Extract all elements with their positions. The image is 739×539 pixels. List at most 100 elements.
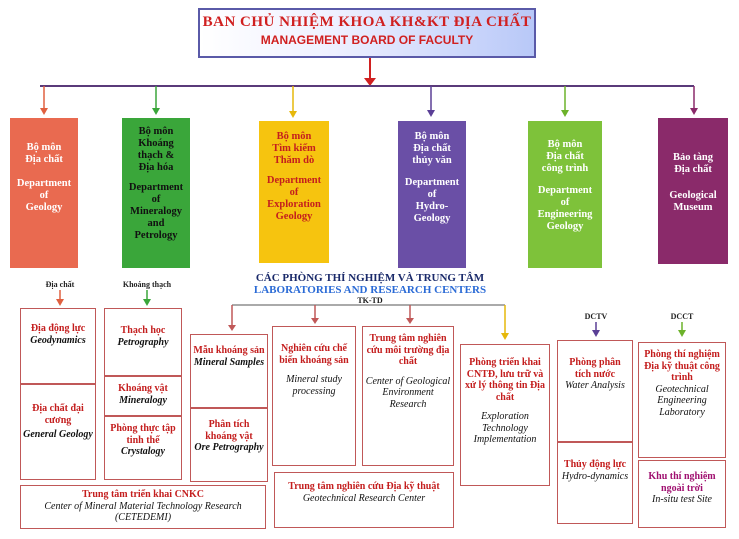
dept-geology-vi-1: Bộ môn xyxy=(26,142,62,153)
dept-exploration-vi-1: Bộ môn xyxy=(276,131,312,142)
lab-connectors xyxy=(56,290,686,340)
lab-geodynamics-en: Geodynamics xyxy=(30,334,86,346)
lab-exploration-tech-vi: Phòng triển khai CNTĐ, lưu trữ và xử lý … xyxy=(465,357,545,403)
dept-exploration-en-4: Geology xyxy=(275,211,313,222)
lab-insitu-vi: Khu thí nghiệm ngoài trời xyxy=(648,471,716,494)
dept-engineering-en-1: Department xyxy=(537,185,593,196)
lab-mineralogy-en: Mineralogy xyxy=(119,394,167,406)
dept-hydro-vi-3: thủy văn xyxy=(412,155,452,166)
dept-engineering-vi-1: Bộ môn xyxy=(547,139,583,150)
center-cetedemi-en: Center of Mineral Material Technology Re… xyxy=(44,500,242,512)
dept-hydro-vi-2: Địa chất xyxy=(413,143,451,154)
lab-general-geology-en: General Geology xyxy=(23,429,93,440)
lab-water-analysis-vi: Phòng phân tích nước xyxy=(569,357,621,380)
lab-insitu: Khu thí nghiệm ngoài trời In-situ test S… xyxy=(638,460,726,528)
labs-tk-label: TK-TD xyxy=(357,296,383,305)
top-connectors xyxy=(40,58,698,118)
center-cetedemi-abbr: (CETEDEMI) xyxy=(114,512,172,523)
dept-exploration-en-2: of xyxy=(289,187,299,198)
lab-exploration-tech-en: Exploration Technology Implementation xyxy=(473,411,537,445)
dept-engineering-en-3: Engineering xyxy=(537,209,593,220)
dept-mineralogy-vi-4: Địa hóa xyxy=(138,162,174,173)
dept-geology: Bộ môn Địa chất Department of Geology xyxy=(10,118,78,268)
lab-hydrodynamics-en: Hydro-dynamics xyxy=(561,470,629,482)
dept-exploration: Bộ môn Tìm kiếm Thăm dò Department of Ex… xyxy=(259,121,329,263)
dept-exploration-vi-3: Thăm dò xyxy=(273,155,315,166)
dept-hydro-en-2: of xyxy=(427,189,437,200)
dept-hydro-en-3: Hydro- xyxy=(415,201,449,212)
dept-hydrogeology: Bộ môn Địa chất thủy văn Department of H… xyxy=(398,121,466,268)
center-cetedemi: Trung tâm triển khai CNKC Center of Mine… xyxy=(20,485,266,529)
lab-ore-petrography-vi: Phân tích khoáng vật xyxy=(205,419,253,442)
lab-ore-petrography: Phân tích khoáng vật Ore Petrography xyxy=(190,408,268,482)
lab-petrography-en: Petrography xyxy=(117,336,169,348)
lab-mineral-samples-vi: Mẫu khoáng sản xyxy=(193,345,265,356)
dept-mineralogy-en-5: Petrology xyxy=(134,230,178,241)
dept-museum-en-2: Museum xyxy=(673,202,713,213)
lab-mineralogy-vi: Khoáng vật xyxy=(118,383,168,394)
lab-hydrodynamics-vi: Thủy động lực xyxy=(563,459,627,470)
dept-engineering-vi-3: công trình xyxy=(541,163,589,174)
lab-petrography: Thạch học Petrography xyxy=(104,308,182,376)
lab-geotech: Phòng thí nghiệm Địa kỹ thuật công trình… xyxy=(638,342,726,458)
lab-general-geology-vi: Địa chất đại cương xyxy=(32,403,84,426)
lab-insitu-en: In-situ test Site xyxy=(652,494,712,505)
dept-mineralogy-en-2: of xyxy=(151,194,161,205)
center-geotech-research-en: Geotechnical Research Center xyxy=(302,492,426,504)
board-title-en: MANAGEMENT BOARD OF FACULTY xyxy=(260,33,474,47)
lab-geotech-vi: Phòng thí nghiệm Địa kỹ thuật công trình xyxy=(644,349,720,383)
tag-khoang-thach: Khoáng thạch xyxy=(122,280,172,289)
dept-exploration-vi-2: Tìm kiếm xyxy=(272,143,316,154)
dept-engineering-vi-2: Địa chất xyxy=(546,151,584,162)
labs-section-title: CÁC PHÒNG THÍ NGHIỆM VÀ TRUNG TÂM LABORA… xyxy=(190,272,550,305)
dept-engineering: Bộ môn Địa chất công trình Department of… xyxy=(528,121,602,268)
center-geotech-research-vi: Trung tâm nghiên cứu Địa kỹ thuật xyxy=(288,481,440,492)
tag-dctv: DCTV xyxy=(584,312,608,321)
lab-mineral-samples: Mẫu khoáng sản Mineral Samples xyxy=(190,334,268,408)
lab-mineralogy: Khoáng vật Mineralogy xyxy=(104,376,182,416)
dept-geology-en-1: Department xyxy=(16,178,72,189)
dept-mineralogy: Bộ môn Khoáng thạch & Địa hóa Department… xyxy=(122,118,190,268)
dept-hydro-en-1: Department xyxy=(404,177,460,188)
tag-dcct: DCCT xyxy=(670,312,694,321)
lab-mineral-processing: Nghiên cứu chế biến khoáng sản Mineral s… xyxy=(272,326,356,466)
lab-crystalogy-vi: Phòng thực tập tinh thể xyxy=(110,423,176,446)
dept-mineralogy-en-4: and xyxy=(147,218,165,229)
dept-mineralogy-en-1: Department xyxy=(128,182,184,193)
labs-title-vi: CÁC PHÒNG THÍ NGHIỆM VÀ TRUNG TÂM xyxy=(255,272,485,284)
center-geotech-research: Trung tâm nghiên cứu Địa kỹ thuật Geotec… xyxy=(274,472,454,528)
lab-water-analysis-en: Water Analysis xyxy=(565,380,625,391)
dept-museum: Bảo tàng Địa chất Geological Museum xyxy=(658,118,728,264)
dept-geology-vi-2: Địa chất xyxy=(25,154,63,165)
lab-crystalogy-en: Crystalogy xyxy=(121,446,165,457)
lab-mineral-processing-vi: Nghiên cứu chế biến khoáng sản xyxy=(279,343,349,366)
lab-environment-en: Center of Geological Environment Researc… xyxy=(365,375,451,410)
dept-geology-en-3: Geology xyxy=(25,202,63,213)
labs-title-en: LABORATORIES AND RESEARCH CENTERS xyxy=(253,284,487,296)
lab-environment-vi: Trung tâm nghiên cứu môi trường địa chất xyxy=(366,333,450,367)
center-cetedemi-vi: Trung tâm triển khai CNKC xyxy=(81,489,205,500)
dept-engineering-en-2: of xyxy=(560,197,570,208)
lab-mineral-samples-en: Mineral Samples xyxy=(193,356,265,368)
dept-museum-en-1: Geological xyxy=(669,190,717,201)
lab-geodynamics: Địa động lực Geodynamics xyxy=(20,308,96,384)
lab-geotech-en: Geotechnical Engineering Laboratory xyxy=(655,383,709,418)
lab-ore-petrography-en: Ore Petrography xyxy=(194,442,264,453)
lab-exploration-tech: Phòng triển khai CNTĐ, lưu trữ và xử lý … xyxy=(460,344,550,486)
lab-crystalogy: Phòng thực tập tinh thể Crystalogy xyxy=(104,416,182,480)
dept-hydro-vi-1: Bộ môn xyxy=(414,131,450,142)
dept-museum-vi-2: Địa chất xyxy=(674,164,712,175)
lab-geodynamics-vi: Địa động lực xyxy=(30,323,86,334)
board-title-vi: BAN CHỦ NHIỆM KHOA KH&KT ĐỊA CHẤT xyxy=(202,14,532,30)
management-board-box: BAN CHỦ NHIỆM KHOA KH&KT ĐỊA CHẤT MANAGE… xyxy=(198,8,536,58)
dept-engineering-en-4: Geology xyxy=(546,221,584,232)
lab-petrography-vi: Thạch học xyxy=(120,325,166,336)
dept-mineralogy-vi-3: thạch & xyxy=(137,150,175,161)
lab-general-geology: Địa chất đại cương General Geology xyxy=(20,384,96,480)
lab-mineral-processing-en: Mineral study processing xyxy=(286,374,342,397)
lab-water-analysis: Phòng phân tích nước Water Analysis xyxy=(557,340,633,442)
dept-mineralogy-vi-2: Khoáng xyxy=(138,138,174,149)
lab-environment: Trung tâm nghiên cứu môi trường địa chất… xyxy=(362,326,454,466)
tag-dia-chat: Địa chất xyxy=(45,280,75,289)
dept-hydro-en-4: Geology xyxy=(413,213,451,224)
